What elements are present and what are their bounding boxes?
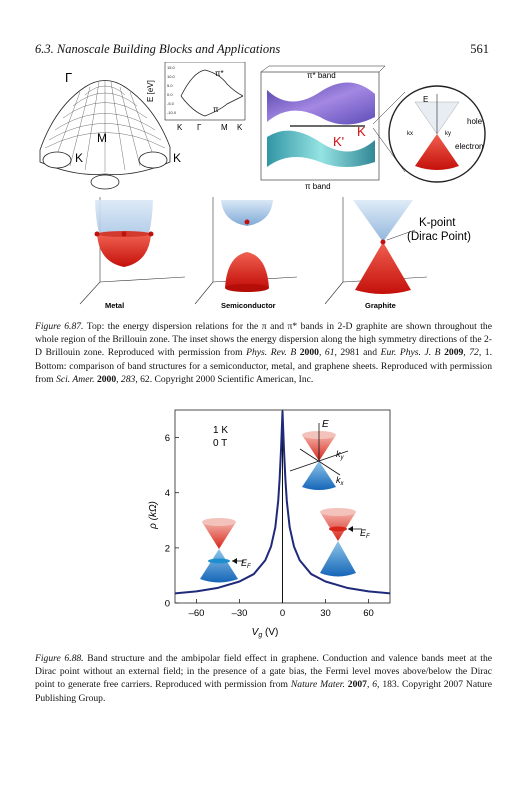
hole-label: hole [467,117,483,126]
inset-x-tick: M [221,123,228,132]
metal-label: Metal [105,301,124,310]
k-label-left: K [75,151,83,165]
x-tick-label: –60 [189,608,205,619]
inset-tick: 0.0 [167,92,173,97]
caption-text: , 2981 and [334,347,381,359]
running-header: 6.3. Nanoscale Building Blocks and Appli… [35,42,281,56]
caption-text: , 1. Bottom: comparison of band structur… [35,347,492,385]
k-point-label: K [357,124,366,139]
caption-label: Figure 6.88. [35,653,84,664]
caption-text: Top: the energy dispersion relations for… [35,321,492,359]
pi-label: π [213,105,219,114]
field-label: 0 T [213,438,227,449]
inset-tick: -5.0 [167,101,175,106]
temperature-label: 1 K [213,425,228,436]
resistivity-curve [174,410,391,595]
caption-volume: 283 [120,373,136,385]
graphite-label: Graphite [365,301,396,310]
e-axis-label: E [423,95,428,104]
caption-text: , 183. Copyright 2007 Nature Publishing … [35,679,492,704]
caption-text: Band structure and the ambipolar field e… [35,653,493,691]
y-axis-label: ρ (kΩ) [148,501,159,530]
caption-volume: 72 [469,347,479,359]
dispersion-inset: E [eV] 15.0 10.0 5.0 0.0 -5.0 -10.0 π* π… [146,62,246,132]
dirac-cone-inset: E ky kx [289,419,349,490]
graphene-band-surface: Γ K M K [39,70,181,190]
y-tick-label: 0 [165,599,170,610]
x-tick-label: 0 [280,608,285,619]
cone-electron-doped: EF [320,508,370,577]
figure-6-88-chart: –60 –30 0 30 60 0 2 4 6 1 K 0 T E ky kx EF EF ρ … [148,409,391,639]
y-tick-label: 6 [165,433,170,444]
figure-6-88-caption: Figure 6.88. Band structure and the ambi… [35,653,493,704]
caption-text: , 62. Copyright 2000 Scientific American… [135,373,314,385]
caption-journal: Phys. Rev. B [246,347,297,359]
dirac-point-callout: (Dirac Point) [407,231,471,243]
x-axis-label: Vg (V) [252,627,279,639]
caption-journal: Nature Mater. [290,679,345,691]
fermi-level-label-right: EF [360,528,370,540]
band-comparison-row: Metal Semiconductor Graphite K-point (Di… [79,197,471,310]
figure-6-87-caption: Figure 6.87. Top: the energy dispersion … [35,321,492,385]
k-point-callout: K-point [419,217,456,229]
caption-year: 2007 [347,679,367,691]
x-tick-label: 60 [363,608,374,619]
inset-tick: 15.0 [167,65,176,70]
inset-tick: 5.0 [167,83,173,88]
kx-label: kx [407,131,413,137]
inset-tick: 10.0 [167,74,176,79]
inset-axis-label: E [eV] [146,80,155,102]
kx-axis-label: kx [336,475,345,487]
gamma-label: Γ [65,70,72,85]
y-tick-label: 2 [165,543,170,554]
inset-x-tick: K [237,123,243,132]
pi-band-label: π band [305,182,331,191]
cone-hole-doped: EF [200,518,251,583]
pi-star-label: π* [215,69,224,78]
pi-star-band-label: π* band [307,71,336,80]
energy-axis-label: E [322,419,329,430]
x-tick-label: 30 [320,608,331,619]
inset-x-tick: Γ [197,123,202,132]
inset-x-tick: K [177,123,183,132]
caption-year: 2000 [299,347,319,359]
ky-axis-label: ky [336,449,345,461]
inset-tick: -10.0 [167,110,177,115]
y-tick-label: 4 [165,488,170,499]
electron-label: electron [455,142,483,151]
fermi-level-label-left: EF [241,558,251,570]
k-label-right: K [173,151,181,165]
band-cube: π* band π band K K' [260,65,386,191]
caption-volume: 6 [372,679,378,691]
semiconductor-label: Semiconductor [221,301,276,310]
caption-label: Figure 6.87. [35,321,84,332]
m-label: M [97,131,107,145]
x-tick-label: –30 [232,608,248,619]
ky-label: ky [445,131,451,137]
k-prime-point-label: K' [333,134,344,149]
figure-6-87: Γ K M K E [eV] 15.0 10.0 5.0 0.0 -5.0 -1… [39,62,486,310]
dirac-cone-zoom: E hole electron kx ky [372,85,486,183]
caption-year: 2000 [96,373,117,385]
page-number: 561 [470,42,489,56]
caption-journal: Eur. Phys. J. B [380,347,441,359]
caption-journal: Sci. Amer. [56,373,95,385]
caption-volume: 61 [324,347,335,359]
caption-year: 2009 [444,347,464,359]
